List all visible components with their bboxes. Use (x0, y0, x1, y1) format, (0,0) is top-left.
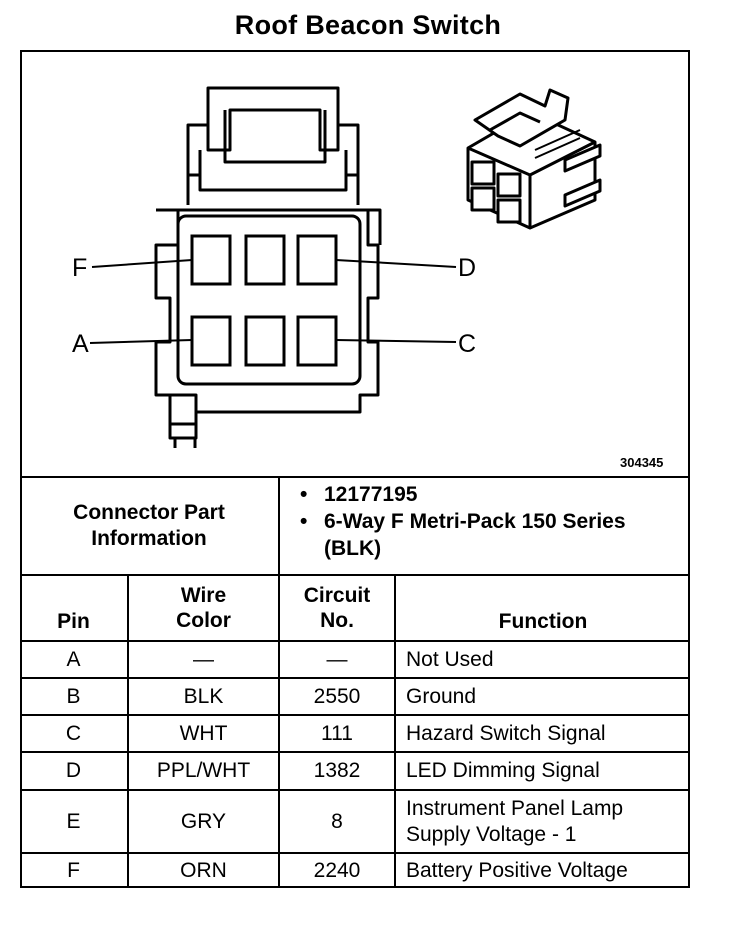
connector-info-item: • 6-Way F Metri-Pack 150 Series (BLK) (300, 509, 680, 562)
row-c-pin: C (65, 721, 82, 745)
row-a-pin: A (66, 647, 81, 671)
row-a-wire-color: — (193, 647, 214, 671)
row-d-circuit-no: 1382 (313, 759, 361, 783)
row-a-circuit-no: — (326, 647, 348, 671)
row-c-circuit-no: 111 (321, 721, 353, 745)
pin-label-a: A (72, 330, 89, 358)
bullet-icon: • (300, 483, 308, 506)
header-function: Function (498, 609, 588, 633)
row-e-pin: E (66, 809, 81, 833)
divider (20, 574, 690, 576)
divider (20, 476, 690, 478)
row-b-pin: B (66, 684, 81, 708)
header-pin: Pin (57, 609, 90, 633)
connector-face-illustration (89, 86, 602, 448)
header-wire-color: Wire Color (176, 583, 231, 632)
divider (394, 574, 396, 888)
row-e-wire-color: GRY (180, 809, 227, 833)
divider (20, 751, 690, 753)
row-c-wire-color: WHT (179, 721, 228, 745)
figure-id: 304345 (620, 455, 664, 470)
row-f-function: Battery Positive Voltage (406, 859, 628, 883)
divider (127, 574, 129, 888)
row-f-circuit-no: 2240 (313, 859, 361, 883)
divider (20, 640, 690, 642)
bullet-icon: • (300, 510, 308, 534)
divider (278, 476, 280, 888)
row-e-circuit-no: 8 (331, 809, 343, 833)
row-e-function: Instrument Panel Lamp Supply Voltage - 1 (406, 797, 624, 846)
row-f-pin: F (67, 859, 80, 883)
row-b-circuit-no: 2550 (313, 684, 361, 708)
pin-label-c: C (458, 330, 477, 358)
header-circuit-no: Circuit No. (303, 583, 371, 632)
diagram-title: Roof Beacon Switch (234, 10, 502, 40)
row-b-function: Ground (406, 684, 477, 708)
connector-info-label: Connector Part Information (73, 500, 225, 550)
connector-type: 6-Way F Metri-Pack 150 Series (BLK) (324, 510, 626, 560)
divider (20, 789, 690, 791)
divider (20, 677, 690, 679)
row-f-wire-color: ORN (180, 859, 227, 883)
divider (20, 852, 690, 854)
connector-info-list: • 12177195 • 6-Way F Metri-Pack 150 Seri… (300, 482, 680, 563)
pin-label-f: F (72, 254, 88, 282)
connector-info-item: • 12177195 (300, 482, 680, 508)
row-d-pin: D (65, 759, 82, 783)
diagram-frame (20, 50, 690, 888)
divider (20, 714, 690, 716)
row-d-wire-color: PPL/WHT (156, 759, 251, 783)
row-b-wire-color: BLK (183, 684, 224, 708)
row-c-function: Hazard Switch Signal (406, 721, 606, 745)
row-d-function: LED Dimming Signal (406, 759, 600, 783)
pin-label-d: D (458, 254, 477, 282)
row-a-function: Not Used (406, 647, 494, 671)
part-number: 12177195 (324, 483, 418, 506)
